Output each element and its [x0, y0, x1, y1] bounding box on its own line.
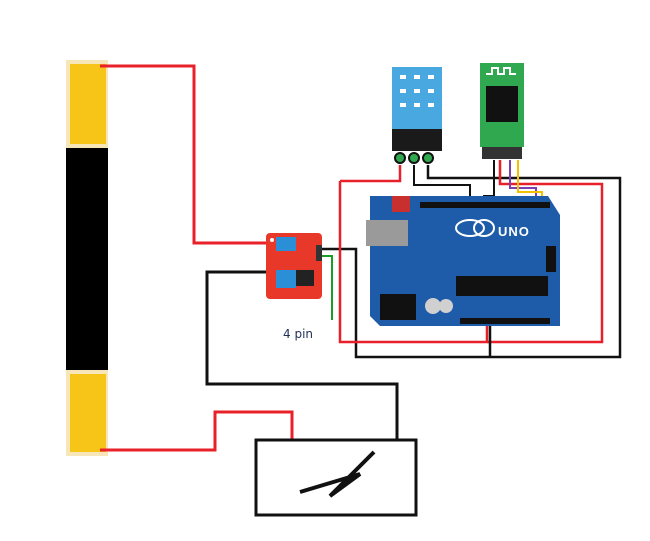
mosfet-terminal-top — [276, 237, 296, 251]
sensor-grille-holes — [400, 75, 434, 107]
sensor-pin-vcc — [394, 152, 406, 164]
supply-box — [254, 438, 418, 517]
mosfet-chip — [296, 270, 314, 286]
wire-mosfet-signal — [318, 165, 622, 359]
mosfet-module — [266, 233, 322, 299]
heating-strip — [66, 60, 108, 456]
wire-strip-bottom-to-supply — [100, 410, 294, 452]
wire-green-signal — [322, 255, 333, 320]
digital-header — [420, 202, 550, 208]
usb-connector — [366, 220, 408, 246]
capacitor-left — [425, 298, 441, 314]
mosfet-terminal-bottom — [276, 270, 296, 288]
infinity-logo-left — [455, 219, 485, 237]
sensor-base — [392, 129, 442, 151]
strip-top-pad — [70, 64, 106, 144]
reset-button[interactable] — [392, 196, 410, 212]
supply-symbol — [299, 450, 376, 498]
wire-red-loop — [338, 181, 489, 344]
power-analog-header — [460, 318, 550, 324]
wire-mosfet-to-supply — [205, 270, 399, 440]
wire-red-sensor-vcc — [340, 165, 402, 183]
wires — [100, 64, 622, 452]
wire-strip-top-to-mosfet — [100, 64, 268, 245]
bt-header-pins — [482, 147, 522, 159]
pin-count-label: 4 pin — [283, 327, 314, 341]
arduino-uno — [366, 196, 560, 326]
strip-body — [66, 148, 108, 370]
mosfet-header-pins — [316, 245, 322, 261]
power-jack — [380, 294, 416, 320]
board-brand-label: UNO — [498, 224, 530, 239]
bt-antenna — [486, 67, 516, 75]
icsp-header — [546, 246, 556, 272]
strip-bottom-pad — [70, 374, 106, 452]
wire-sensor-data — [413, 165, 471, 205]
dht11-sensor — [392, 67, 442, 164]
bluetooth-module — [480, 63, 524, 159]
infinity-logo-right — [473, 219, 495, 237]
mcu-chip — [456, 276, 548, 296]
wire-red-bt-vcc — [487, 160, 604, 344]
sensor-pin-data — [408, 152, 420, 164]
power-supply — [254, 438, 418, 517]
sensor-pin-gnd — [422, 152, 434, 164]
capacitor-right — [439, 299, 453, 313]
bt-chip — [486, 86, 518, 122]
mosfet-hole — [270, 238, 274, 242]
